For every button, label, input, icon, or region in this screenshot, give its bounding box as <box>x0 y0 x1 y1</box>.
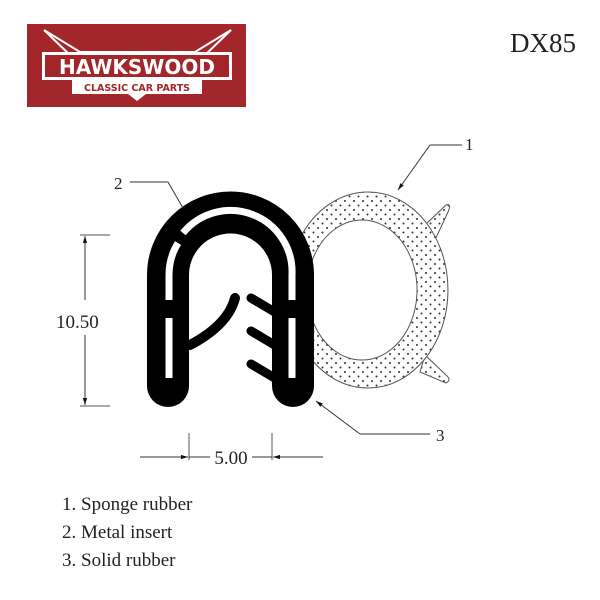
callouts-2: 3 <box>436 426 445 445</box>
sponge-rubber-bulb <box>287 191 451 389</box>
dimensions-height: 10.50 <box>56 312 99 333</box>
callout-2: 2 <box>114 174 184 209</box>
callouts-0: 1 <box>465 135 474 154</box>
height-dimension: 10.50 <box>56 234 110 407</box>
metal-insert <box>165 207 296 378</box>
legend-item: 2. Metal insert <box>62 522 173 543</box>
callout-3: 3 <box>315 400 445 445</box>
legend: 1. Sponge rubber 2. Metal insert 3. Soli… <box>62 494 193 571</box>
hawkswood-logo: HAWKSWOOD CLASSIC CAR PARTS <box>27 24 246 107</box>
legend-item: 3. Solid rubber <box>62 550 176 571</box>
logo-tagline: CLASSIC CAR PARTS <box>84 83 190 94</box>
logo-brand: HAWKSWOOD <box>59 55 215 79</box>
dimensions-width: 5.00 <box>214 448 247 469</box>
callout-1: 1 <box>397 135 474 191</box>
solid-rubber-u-channel <box>147 191 314 407</box>
legend-item: 1. Sponge rubber <box>62 494 193 515</box>
callouts-1: 2 <box>114 174 123 193</box>
part-code: DX85 <box>510 28 576 58</box>
width-dimension: 5.00 <box>140 433 323 469</box>
